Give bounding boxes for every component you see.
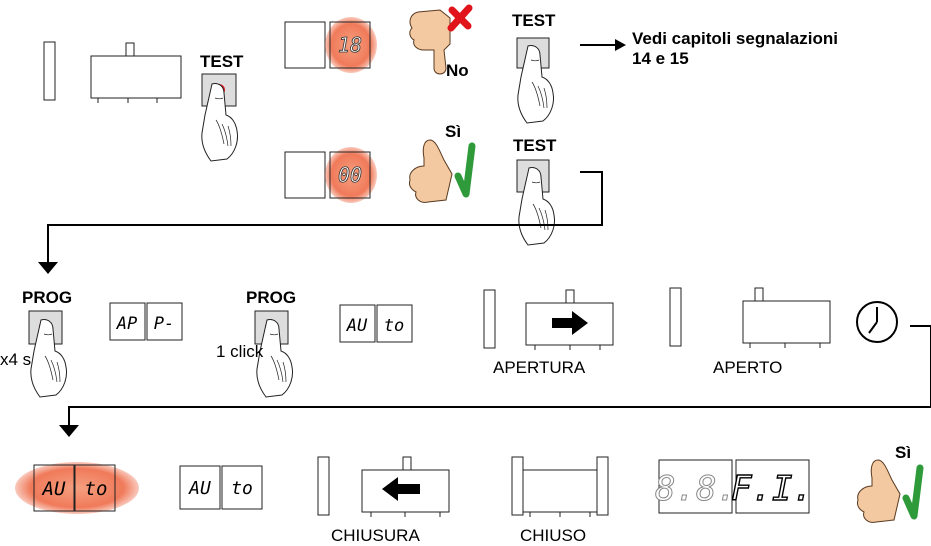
gate-motor-aperto — [742, 287, 831, 348]
prog-click-label: 1 click — [216, 342, 264, 361]
gate-post-row1 — [43, 41, 56, 101]
aperto-label: APERTO — [713, 358, 782, 377]
display-error-value: 18 — [338, 33, 362, 57]
display-auto-right-box-1 — [376, 304, 413, 343]
display-ap-left: AP — [116, 314, 137, 334]
display-glow-auto — [15, 462, 139, 514]
gate-post-aperto — [669, 287, 682, 347]
display-auto-left-3: AU — [188, 478, 211, 499]
chiusura-label: CHIUSURA — [331, 526, 420, 545]
display-auto-right-2: to — [85, 478, 108, 500]
display-auto-left-box-2 — [33, 464, 75, 512]
display-box-error — [329, 21, 371, 69]
check-icon-1 — [454, 142, 476, 198]
arrow-right-icon — [580, 39, 626, 51]
display-auto-right-box-2 — [74, 464, 116, 512]
thumbs-down-icon — [409, 9, 451, 75]
display-blank-2 — [284, 151, 326, 199]
display-blank-1 — [284, 21, 326, 69]
display-auto-left-box-3 — [179, 465, 221, 510]
test-label-3: TEST — [513, 136, 557, 155]
prog-label-1: PROG — [22, 288, 72, 307]
connector-row1-row2 — [47, 171, 603, 262]
arrow-left-close-icon — [382, 477, 420, 501]
no-label: No — [446, 61, 469, 80]
display-auto-right-box-3 — [221, 465, 263, 510]
gate-post-chiusura — [317, 456, 330, 516]
gate-post-apertura — [483, 289, 496, 349]
display-auto-left-2: AU — [42, 478, 66, 500]
gate-motor-row1 — [90, 42, 182, 103]
si-label-1: Sì — [445, 122, 461, 141]
gate-motor-chiuso — [511, 456, 609, 517]
display-glow-2 — [325, 147, 377, 203]
clock-icon — [856, 301, 898, 343]
display-auto-left-box-1 — [339, 304, 376, 343]
display-ap-right: P- — [154, 314, 174, 334]
signals-note-line2: 14 e 15 — [632, 49, 689, 68]
check-icon-2 — [902, 464, 924, 520]
thumbs-up-icon-2 — [857, 459, 901, 523]
display-ok-value: 00 — [338, 163, 362, 187]
display-ap-right-box — [146, 302, 183, 341]
display-auto-right-1: to — [384, 316, 404, 336]
cross-icon — [447, 4, 473, 32]
si-label-2: Sì — [895, 443, 911, 462]
display-box-ok — [329, 151, 371, 199]
chiuso-label: CHIUSO — [520, 526, 586, 545]
display-final-left-box — [658, 459, 733, 514]
arrow-right-open-icon — [552, 311, 588, 335]
display-ap-left-box — [109, 302, 146, 341]
connector-row2-row3 — [68, 325, 931, 425]
display-auto-left-1: AU — [346, 316, 368, 336]
display-final-left: 8.8. — [655, 469, 737, 509]
display-final-right-box — [735, 459, 810, 514]
apertura-label: APERTURA — [493, 358, 586, 377]
display-glow-1 — [325, 17, 377, 73]
prog-hold-label: x4 s — [0, 350, 31, 369]
test-label-1: TEST — [200, 52, 244, 71]
display-final-right: F.I. — [731, 469, 813, 509]
thumbs-up-icon-1 — [409, 139, 453, 203]
signals-note-line1: Vedi capitoli segnalazioni — [632, 29, 838, 48]
display-auto-right-3: to — [231, 478, 253, 499]
prog-label-2: PROG — [246, 288, 296, 307]
test-label-2: TEST — [512, 11, 556, 30]
